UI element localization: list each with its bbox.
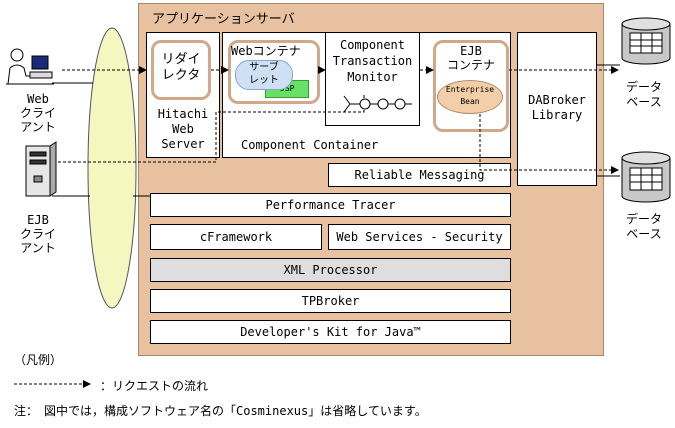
legend-arrow-description: ：リクエストの流れ bbox=[100, 379, 209, 393]
legend-title: （凡例） bbox=[14, 353, 63, 367]
redirector-box bbox=[151, 40, 211, 100]
ctm-box bbox=[325, 32, 420, 126]
database-1-icon bbox=[621, 17, 671, 65]
web-client-label: Web クライ アント bbox=[19, 92, 56, 134]
ctm-label: Component Transaction Monitor bbox=[332, 38, 413, 84]
enterprise-bean-shape bbox=[437, 80, 503, 114]
network-ellipse bbox=[87, 27, 137, 309]
database-2-label: データ ベース bbox=[625, 212, 662, 241]
ctm-queue-icon bbox=[343, 95, 412, 113]
ejb-container-label: EJB コンテナ bbox=[446, 44, 495, 72]
web-services-security-box: Web Services - Security bbox=[328, 224, 511, 250]
xml-processor-box: XML Processor bbox=[150, 258, 511, 282]
enterprise-bean-label: Enterprise Bean bbox=[445, 85, 495, 106]
application-server-title: アプリケーションサーバ bbox=[152, 12, 295, 27]
servlet-label: サーブ レット bbox=[249, 62, 279, 86]
ejb-client-icon bbox=[25, 141, 57, 197]
web-container-title: Webコンテナ bbox=[231, 44, 301, 58]
ejb-client-label: EJB クライ アント bbox=[19, 213, 56, 255]
component-container-label: Component Container bbox=[241, 138, 379, 152]
hitachi-web-server-label: Hitachi Web Server bbox=[157, 107, 209, 151]
jsp-label: JSP bbox=[280, 84, 295, 93]
footnote: 注： 図中では，構成ソフトウェア名の「Cosminexus」は省略しています。 bbox=[14, 404, 427, 418]
performance-tracer-box: Performance Tracer bbox=[150, 193, 511, 217]
database-2-icon bbox=[621, 151, 671, 203]
tpbroker-box: TPBroker bbox=[150, 289, 511, 313]
dabroker-library-label: DABroker Library bbox=[528, 93, 586, 122]
redirector-label: リダイ レクタ bbox=[161, 52, 201, 83]
cframework-box: cFramework bbox=[150, 224, 322, 250]
database-1-label: データ ベース bbox=[625, 80, 662, 109]
developers-kit-box: Developer's Kit for Java™ bbox=[150, 320, 511, 344]
servlet-shape bbox=[235, 60, 293, 90]
flow-ejb-to-db2 bbox=[479, 114, 619, 174]
web-client-icon bbox=[6, 48, 54, 85]
dabroker-library-box bbox=[517, 32, 597, 186]
